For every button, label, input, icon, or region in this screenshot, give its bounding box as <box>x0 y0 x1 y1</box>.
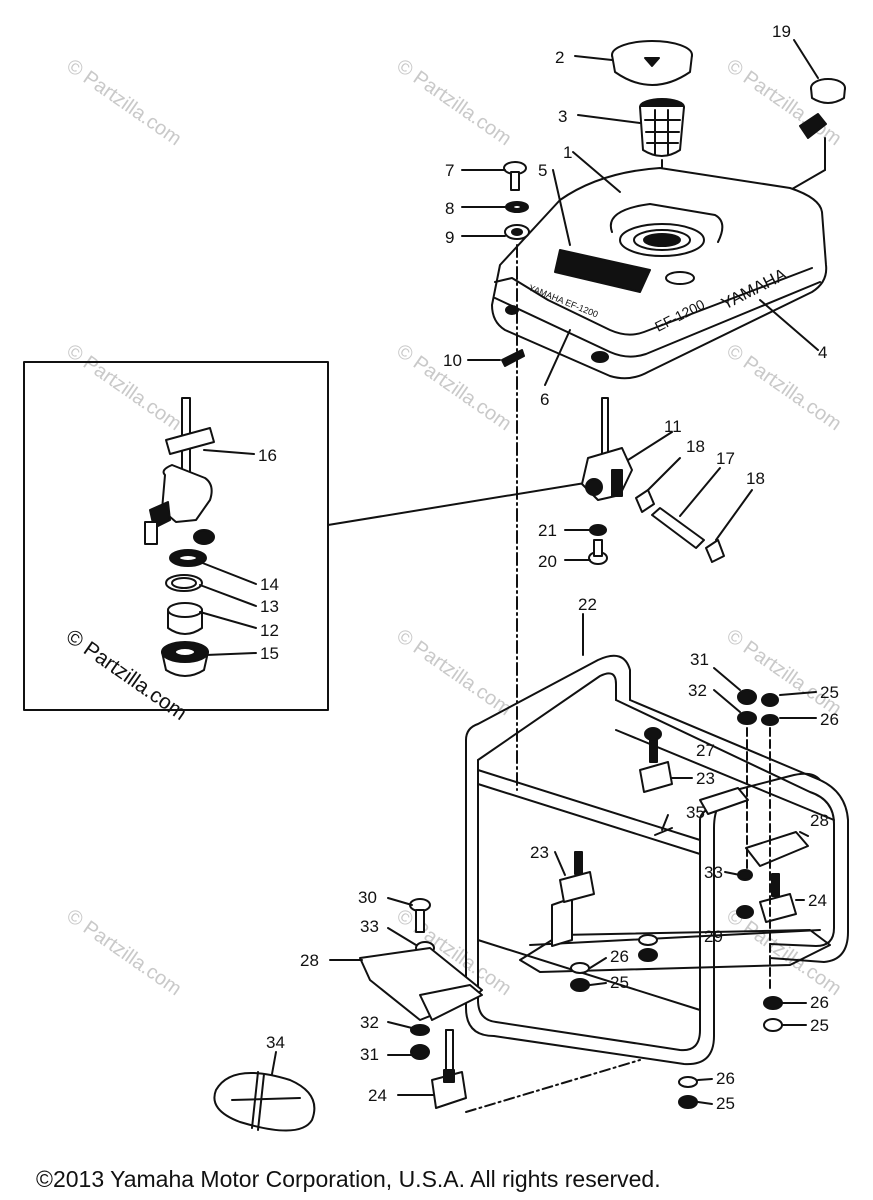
callout-8: 8 <box>445 199 454 218</box>
callout-31: 31 <box>360 1045 379 1064</box>
fuel-gauge <box>799 78 846 139</box>
callout-19: 19 <box>772 22 791 41</box>
callout-26: 26 <box>820 710 839 729</box>
copyright-text: ©2013 Yamaha Motor Corporation, U.S.A. A… <box>36 1166 661 1192</box>
callout-26: 26 <box>810 993 829 1012</box>
tank-bolt-set <box>503 161 530 240</box>
callout-16: 16 <box>258 446 277 465</box>
callout-23: 23 <box>530 843 549 862</box>
callout-23: 23 <box>696 769 715 788</box>
fuel-cock-detail <box>144 397 215 677</box>
callout-20: 20 <box>538 552 557 571</box>
callout-25: 25 <box>610 973 629 992</box>
tool-pouch <box>213 1071 316 1132</box>
callout-17: 17 <box>716 449 735 468</box>
callout-5: 5 <box>538 161 547 180</box>
fuel-hose-set <box>635 489 725 563</box>
mount-left-assembly <box>359 898 483 1109</box>
callout-26: 26 <box>610 947 629 966</box>
callout-32: 32 <box>360 1013 379 1032</box>
callout-22: 22 <box>578 595 597 614</box>
fuel-tank <box>491 167 828 380</box>
callout-11: 11 <box>664 417 682 436</box>
engine-mount <box>559 727 673 903</box>
exploded-view: EF-1200 YAMAHA YAMAHA EF-1200 <box>23 22 849 1132</box>
callout-28: 28 <box>300 951 319 970</box>
callout-18: 18 <box>686 437 705 456</box>
callout-25: 25 <box>820 683 839 702</box>
leader-line <box>327 482 586 526</box>
callout-28: 28 <box>810 811 829 830</box>
detail-inset-box <box>23 361 329 711</box>
callout-26: 26 <box>716 1069 735 1088</box>
callout-24: 24 <box>808 891 827 910</box>
callout-21: 21 <box>538 521 557 540</box>
callout-32: 32 <box>688 681 707 700</box>
callout-18: 18 <box>746 469 765 488</box>
callout-7: 7 <box>445 161 454 180</box>
callout-25: 25 <box>716 1094 735 1113</box>
callout-1: 1 <box>563 143 572 162</box>
callout-29: 29 <box>704 927 723 946</box>
fuel-cock <box>581 397 633 501</box>
callout-33: 33 <box>360 917 379 936</box>
callout-25: 25 <box>810 1016 829 1035</box>
callout-3: 3 <box>558 107 567 126</box>
callout-15: 15 <box>260 644 279 663</box>
callout-4: 4 <box>818 343 827 362</box>
callout-34: 34 <box>266 1033 285 1052</box>
fuel-tank-cap <box>611 40 693 86</box>
callout-35: 35 <box>686 803 705 822</box>
callout-33: 33 <box>704 863 723 882</box>
mount-right <box>759 873 797 923</box>
callout-24: 24 <box>368 1086 387 1105</box>
callout-27: 27 <box>696 741 715 760</box>
callout-31: 31 <box>690 650 709 669</box>
frame <box>465 654 849 1066</box>
fuel-strainer <box>639 98 685 157</box>
callout-13: 13 <box>260 597 279 616</box>
callout-2: 2 <box>555 48 564 67</box>
callout-10: 10 <box>443 351 462 370</box>
callout-14: 14 <box>260 575 279 594</box>
callout-9: 9 <box>445 228 454 247</box>
callout-6: 6 <box>540 390 549 409</box>
callout-30: 30 <box>358 888 377 907</box>
callout-12: 12 <box>260 621 279 640</box>
